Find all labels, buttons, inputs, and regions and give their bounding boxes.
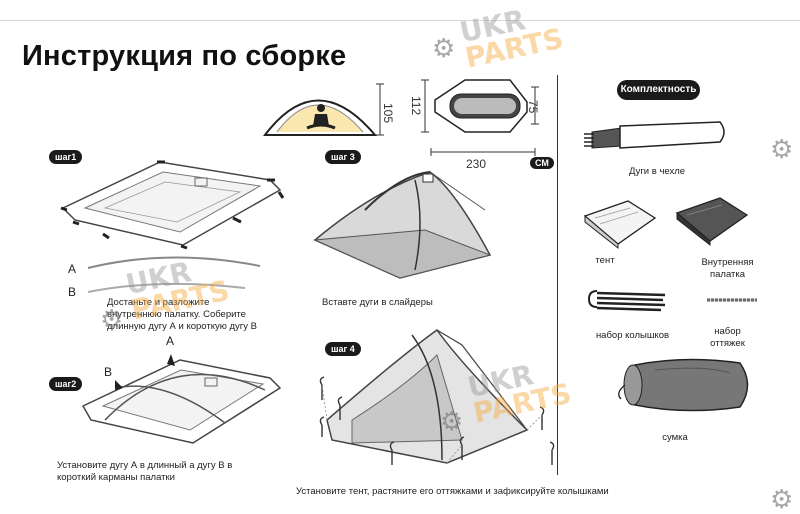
dimensions-diagram bbox=[262, 79, 539, 156]
step-2-caption: Установите дугу А в длинный а дугу В в к… bbox=[57, 460, 232, 484]
front-view-dome bbox=[262, 99, 378, 136]
dim-unit-badge: СМ bbox=[530, 157, 554, 169]
kit-label-line: Дуги в чехле bbox=[628, 166, 686, 177]
page-title: Инструкция по сборке bbox=[22, 40, 347, 72]
step-1-caption-line: внутреннюю палатку. Соберите bbox=[107, 309, 246, 320]
pole-b-label: B bbox=[68, 285, 77, 299]
step-1-caption: Достаньте и разложите внутреннюю палатку… bbox=[107, 297, 257, 333]
kit-label-line: палатка bbox=[709, 269, 746, 280]
watermark-gear-icon: ⚙ bbox=[432, 33, 456, 63]
step-1-caption-line: Достаньте и разложите bbox=[107, 297, 210, 308]
section-divider bbox=[557, 75, 558, 475]
watermark-gear-icon: ⚙ bbox=[100, 304, 124, 334]
kit-label-line: сумка bbox=[662, 432, 688, 443]
kit-header-badge: Комплектность bbox=[617, 80, 700, 100]
kit-item-guylines-label: набор оттяжек bbox=[700, 326, 755, 350]
kit-item-fly-label: тент bbox=[575, 255, 635, 267]
step-2-pole-b-label: B bbox=[104, 365, 113, 379]
kit-label-line: оттяжек bbox=[710, 338, 745, 349]
step-2-caption-line: короткий карманы палатки bbox=[57, 472, 175, 483]
watermark-logo: UKR PARTS bbox=[457, 0, 566, 74]
step-2-badge: шаг2 bbox=[49, 377, 83, 391]
step-2-inner-tent-illustration bbox=[81, 354, 282, 444]
step-2-pole-a-label: A bbox=[166, 334, 175, 348]
kit-label-line: тент bbox=[595, 255, 615, 266]
kit-item-poles-label: Дуги в чехле bbox=[612, 166, 702, 178]
step-4-badge: шаг 4 bbox=[325, 342, 361, 356]
watermark-gear-icon: ⚙ bbox=[770, 134, 794, 164]
kit-label-line: набор колышков bbox=[595, 330, 670, 341]
step-1-inner-tent-illustration bbox=[60, 160, 285, 250]
top-view-tent bbox=[434, 79, 528, 133]
step-3-badge: шаг 3 bbox=[325, 150, 361, 164]
top-rule bbox=[0, 20, 800, 21]
step-1-badge: шаг1 bbox=[49, 150, 83, 164]
guylines-icon bbox=[707, 298, 757, 302]
folded-inner-tent-icon bbox=[675, 197, 749, 247]
step-1-caption-line: длинную дугу А и короткую дугу В bbox=[107, 321, 257, 332]
kit-item-bag-label: сумка bbox=[650, 432, 700, 444]
pegs-set-icon bbox=[587, 290, 666, 312]
dim-end-width: 75 bbox=[526, 100, 540, 114]
dim-height-front: 105 bbox=[381, 103, 395, 124]
step-3-caption: Вставте дуги в слайдеры bbox=[322, 297, 433, 308]
step-4-tent-with-fly-illustration bbox=[319, 328, 555, 465]
step-4-caption: Установите тент, растяните его оттяжками… bbox=[296, 486, 609, 497]
kit-item-pegs-label: набор колышков bbox=[590, 330, 675, 342]
poles-in-case-icon bbox=[584, 121, 725, 149]
step-3-tent-illustration bbox=[313, 171, 492, 279]
dim-floor-width: 112 bbox=[409, 96, 423, 116]
kit-label-line: набор bbox=[714, 326, 741, 337]
stuff-sack-icon bbox=[618, 358, 749, 412]
watermark-gear-icon: ⚙ bbox=[770, 484, 794, 514]
dim-length: 230 bbox=[466, 157, 487, 171]
step-1-poles bbox=[87, 256, 261, 293]
watermark-gear-icon: ⚙ bbox=[440, 406, 464, 436]
step-2-caption-line: Установите дугу А в длинный а дугу В в bbox=[57, 460, 233, 471]
kit-item-inner-label: Внутренняя палатка bbox=[690, 257, 765, 281]
kit-label-line: Внутренняя bbox=[701, 257, 754, 268]
pole-a-label: A bbox=[68, 262, 77, 276]
folded-fly-icon bbox=[583, 200, 657, 250]
